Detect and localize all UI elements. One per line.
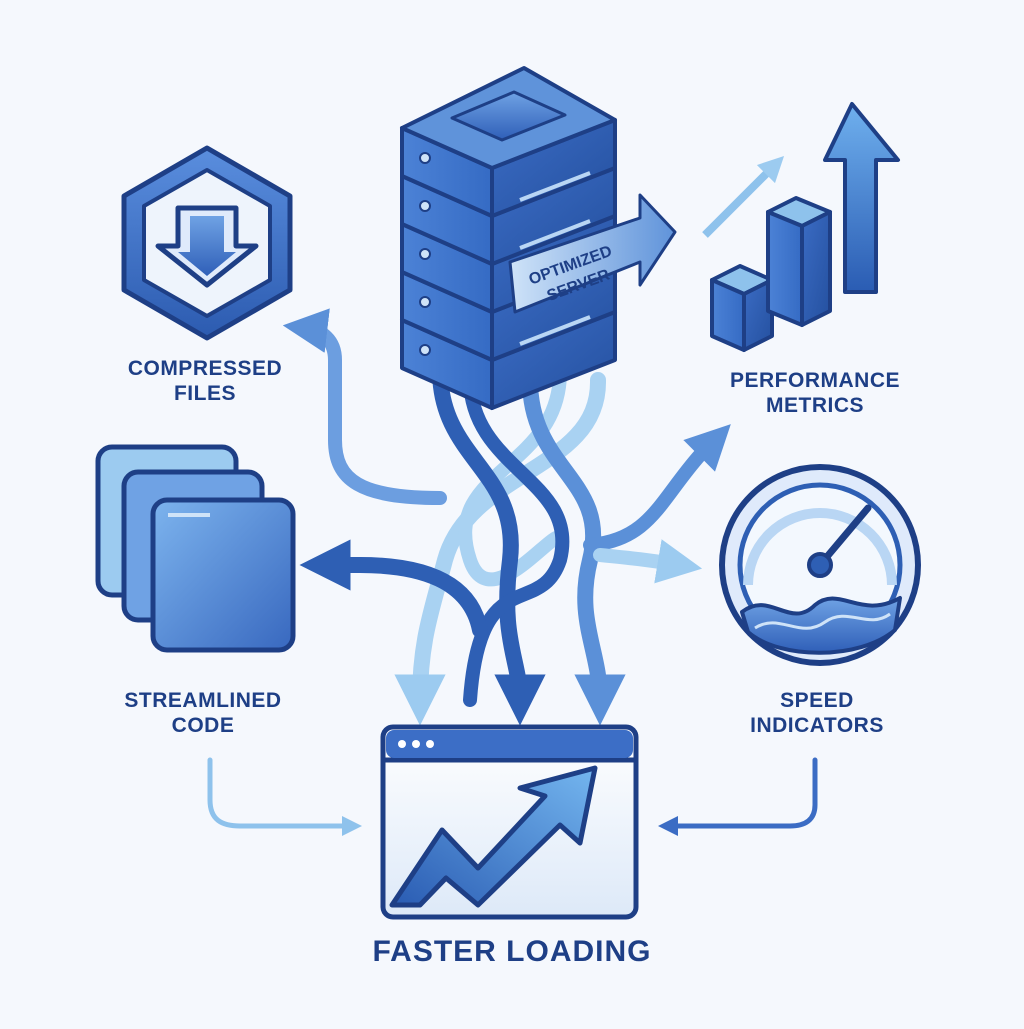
arrow-to-streamlined (299, 539, 488, 638)
browser-trend-icon (380, 724, 639, 920)
arrow-to-compressed (282, 308, 447, 505)
flow-stream-dark-2 (463, 371, 570, 707)
connector-streamlined-to-browser (207, 757, 362, 836)
label-faster-loading: FASTER LOADING (372, 935, 652, 968)
perf-rising-line (702, 155, 785, 238)
download-hexagon-icon (121, 145, 293, 341)
flow-stream-mid-1 (522, 372, 626, 726)
label-streamlined-code: STREAMLINED CODE (88, 688, 318, 738)
flow-stream-light-1 (394, 372, 607, 726)
flow-streams (207, 308, 818, 836)
label-performance-line1: PERFORMANCE (729, 369, 900, 392)
label-compressed-line2: FILES (173, 382, 236, 406)
arrow-to-performance (583, 424, 731, 552)
optimized-server-badge: OPTIMIZED SERVER (508, 193, 677, 314)
label-compressed-files: COMPRESSED FILES (92, 356, 318, 406)
stacked-pages-icon (95, 444, 296, 653)
label-performance-metrics: PERFORMANCE METRICS (690, 368, 940, 418)
label-compressed-line1: COMPRESSED (127, 357, 283, 380)
connector-speed-to-browser (658, 757, 818, 836)
label-performance-line2: METRICS (766, 394, 864, 418)
label-streamlined-line2: CODE (171, 714, 235, 738)
label-speed-line1: SPEED (780, 689, 854, 712)
bar-chart-arrow-icon (702, 102, 900, 352)
label-streamlined-line1: STREAMLINED (124, 689, 282, 712)
speedometer-icon (719, 464, 921, 666)
flow-stream-dark-1 (432, 362, 546, 726)
arrow-to-speed (593, 539, 703, 584)
label-speed-line2: INDICATORS (750, 714, 884, 738)
label-speed-indicators: SPEED INDICATORS (712, 688, 922, 738)
